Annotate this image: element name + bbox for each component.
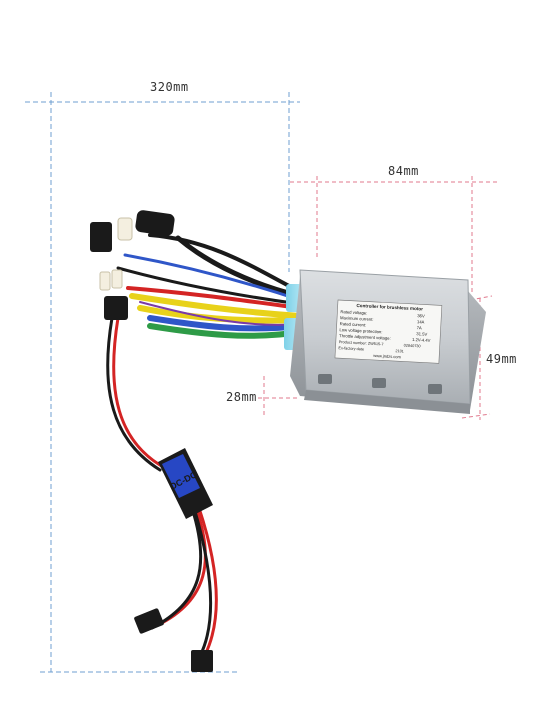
label-row-3-value: 31.5V: [416, 331, 427, 337]
label-website: www.jndzs.com: [373, 353, 401, 359]
controller-spec-label: Controller for brushless motor Rated vol…: [334, 299, 443, 364]
label-row-0-key: Rated voltage:: [340, 309, 367, 315]
label-row-6-key: Ex-factory date: [338, 346, 364, 351]
dimension-length-lines: [25, 92, 300, 673]
label-row-4-value: 1.2V-4.4V: [412, 337, 431, 343]
label-row-5-value: 02840730: [404, 344, 421, 349]
dimension-width-label: 84mm: [388, 164, 419, 178]
label-row-1-key: Maximum current:: [340, 315, 374, 322]
label-title: Controller for brushless motor: [356, 303, 423, 311]
label-row-3-key: Low voltage protection:: [339, 327, 382, 334]
dimension-length-label: 320mm: [150, 80, 189, 94]
label-row-2-key: Rated current:: [340, 321, 367, 327]
label-row-4-key: Throttle adjustment voltage:: [339, 333, 391, 341]
label-row-0-value: 36V: [417, 313, 425, 318]
lower-harness: [106, 316, 218, 658]
main-wire-bundle: [116, 233, 303, 339]
label-row-5-key: Product number: ZW515-7: [339, 340, 384, 346]
dimension-depth-label: 28mm: [226, 390, 257, 404]
upper-connectors: [90, 210, 175, 320]
label-row-2-value: 7A: [417, 325, 423, 330]
dimension-height-label: 49mm: [486, 352, 517, 366]
label-row-1-value: 14A: [417, 319, 425, 324]
label-row-6-value: 2101: [395, 349, 404, 353]
dcdc-converter: DC-DC: [158, 448, 213, 519]
lower-connectors: [134, 608, 213, 672]
